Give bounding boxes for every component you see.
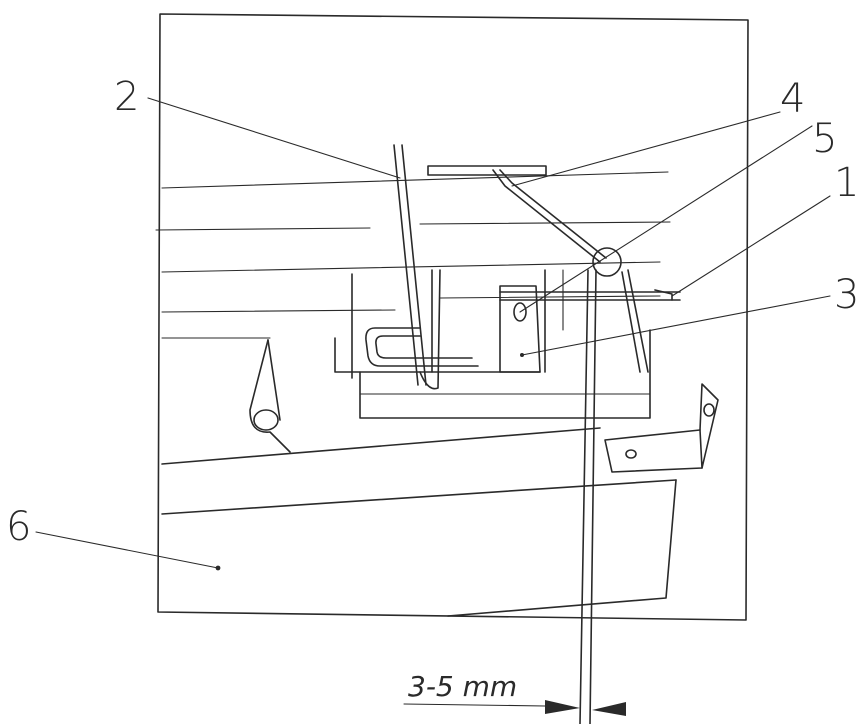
dimension-annotation: 3-5 mm [403,670,626,716]
plate-3 [499,285,541,373]
arrow-right-icon [545,700,580,714]
roller [592,247,649,373]
dimension-label: 3-5 mm [408,670,517,703]
housing [334,269,651,419]
rod-2 [393,144,427,386]
callout-5: 5 [812,116,837,162]
gauge-lines [579,269,597,724]
callout-1: 1 [834,160,859,206]
callout-3: 3 [834,272,859,318]
u-hook [365,269,479,390]
rails [155,171,671,339]
top-rod [427,165,547,176]
angle-bracket [604,383,719,473]
shaft-1 [499,289,681,301]
lever-4 [492,169,607,263]
base-beam-6 [161,427,677,617]
leader-lines [35,97,831,569]
outer-frame [157,13,749,621]
left-support [249,339,291,453]
callout-6: 6 [6,504,31,550]
callout-4: 4 [780,76,805,122]
callout-2: 2 [114,74,139,120]
arrow-left-icon [592,702,626,716]
